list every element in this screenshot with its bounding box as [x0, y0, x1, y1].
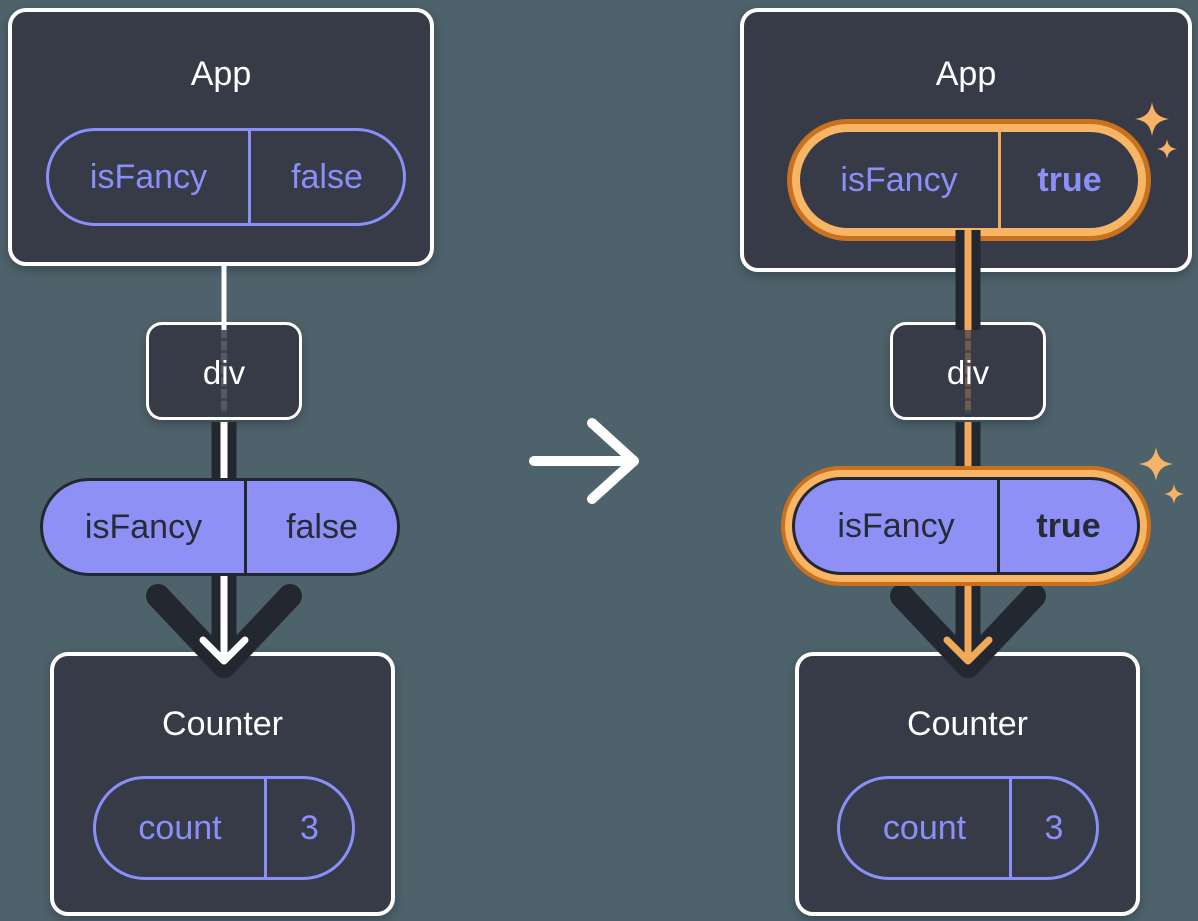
sparkle-icon	[1139, 447, 1173, 481]
after-div-title: div	[946, 354, 990, 391]
state-label: count	[96, 779, 267, 877]
before-counter-state-pill: count 3	[93, 776, 355, 880]
pass-through-line	[965, 329, 971, 413]
state-value: false	[291, 158, 363, 196]
down-arrowhead-icon	[943, 636, 993, 665]
before-app-state-pill: isFancy false	[46, 128, 406, 226]
before-counter-box: Counter count 3	[50, 652, 395, 916]
after-prop-pill-highlight: isFancy true	[781, 466, 1151, 586]
sparkle-icon	[1157, 139, 1177, 159]
after-counter-box: Counter count 3	[795, 652, 1140, 916]
after-counter-state-pill: count 3	[837, 776, 1099, 880]
after-counter-title: Counter	[907, 705, 1028, 743]
state-value: 3	[300, 809, 319, 847]
down-chevron-icon	[146, 584, 302, 678]
prop-label: isFancy	[43, 481, 247, 573]
sparkle-icon	[1135, 102, 1169, 136]
after-app-state-pill-highlight: isFancy true	[787, 119, 1151, 241]
before-div-box: div	[146, 322, 302, 420]
prop-value: true	[1036, 507, 1101, 545]
highlight-ring: isFancy true	[792, 124, 1146, 236]
after-app-state-pill: isFancy true	[800, 132, 1138, 228]
after-prop-pill: isFancy true	[792, 477, 1140, 575]
prop-value: false	[286, 508, 358, 546]
after-div-box: div	[890, 322, 1046, 420]
sparkle-icon	[1164, 484, 1184, 504]
pass-through-line	[221, 329, 227, 413]
transition-arrow-icon	[529, 418, 639, 504]
state-label: isFancy	[800, 132, 1001, 228]
down-chevron-icon	[890, 584, 1046, 678]
before-prop-pill: isFancy false	[40, 478, 400, 576]
before-counter-title: Counter	[162, 705, 283, 743]
state-label: count	[840, 779, 1012, 877]
after-app-title: App	[935, 55, 997, 93]
before-app-box: App isFancy false	[8, 8, 434, 266]
state-value: true	[1037, 161, 1102, 199]
prop-label: isFancy	[795, 480, 1000, 572]
before-app-title: App	[190, 55, 252, 93]
after-app-box: App isFancy true	[740, 8, 1192, 272]
highlight-ring: isFancy true	[785, 470, 1147, 582]
before-div-title: div	[202, 354, 246, 391]
state-label: isFancy	[49, 131, 251, 223]
state-value: 3	[1044, 809, 1064, 847]
down-arrowhead-icon	[199, 636, 249, 665]
